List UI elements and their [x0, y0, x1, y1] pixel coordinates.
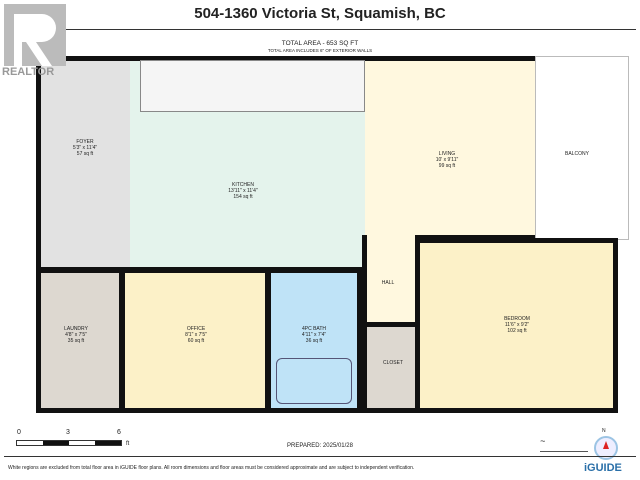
realtor-logo — [0, 4, 68, 82]
area-note: TOTAL AREA INCLUDES 6" OF EXTERIOR WALLS — [267, 48, 373, 53]
room-living — [365, 56, 540, 240]
scale-tick: 0 — [17, 429, 21, 436]
room-hall — [362, 235, 420, 327]
iguide-logo: iGUIDE — [584, 462, 622, 474]
disclaimer: White regions are excluded from total fl… — [8, 465, 415, 471]
scale-bar — [16, 440, 122, 446]
room-bath — [266, 268, 362, 413]
scale-unit: ft — [126, 441, 130, 447]
scale-tick: 3 — [66, 429, 70, 436]
room-foyer — [36, 56, 136, 272]
realtor-watermark: REALTOR — [2, 66, 55, 78]
divider — [4, 29, 636, 30]
label-balcony: BALCONY — [565, 151, 589, 157]
prepared-date: PREPARED: 2025/01/28 — [287, 443, 353, 449]
scale-tick: 6 — [117, 429, 121, 436]
label-hall: HALL — [381, 280, 395, 286]
bathtub — [276, 358, 352, 404]
kitchen-counter — [140, 60, 365, 112]
total-area: TOTAL AREA - 653 SQ FT — [281, 40, 359, 47]
label-closet: CLOSET — [382, 360, 404, 366]
compass-north: N — [602, 428, 606, 434]
room-closet — [362, 322, 420, 413]
room-office — [120, 268, 270, 413]
divider — [4, 456, 636, 457]
signature: ~ — [540, 436, 588, 452]
room-balcony — [535, 56, 629, 240]
room-bedroom — [415, 238, 618, 413]
page-title: 504-1360 Victoria St, Squamish, BC — [194, 5, 446, 22]
